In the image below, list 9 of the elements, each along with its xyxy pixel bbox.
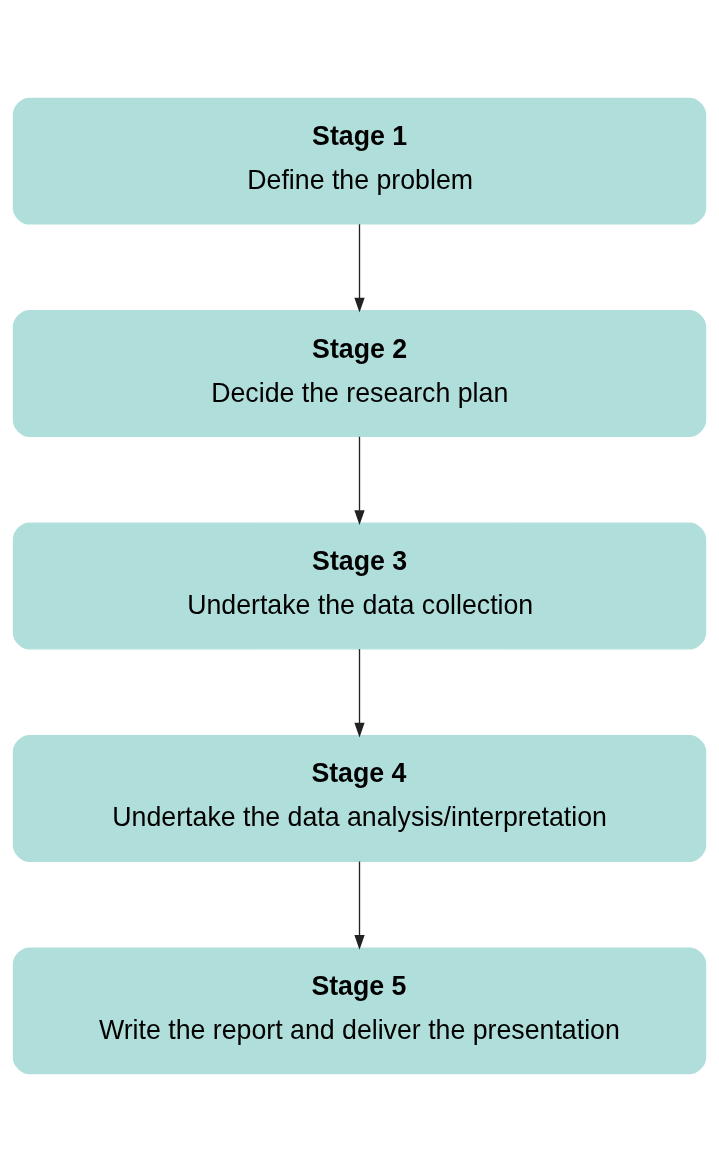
node-box: Stage 1 Define the problem bbox=[12, 97, 707, 225]
arrow bbox=[354, 435, 365, 525]
arrow bbox=[354, 860, 365, 950]
node-box: Stage 2 Decide the research plan bbox=[12, 309, 707, 437]
node-box: Stage 4 Undertake the data analysis/interpretation bbox=[12, 734, 707, 862]
arrow bbox=[354, 223, 365, 313]
node-box: Stage 5 Write the report and deliver the presentation bbox=[12, 946, 707, 1074]
arrow bbox=[354, 647, 365, 737]
node-box: Stage 3 Undertake the data collection bbox=[12, 522, 707, 649]
